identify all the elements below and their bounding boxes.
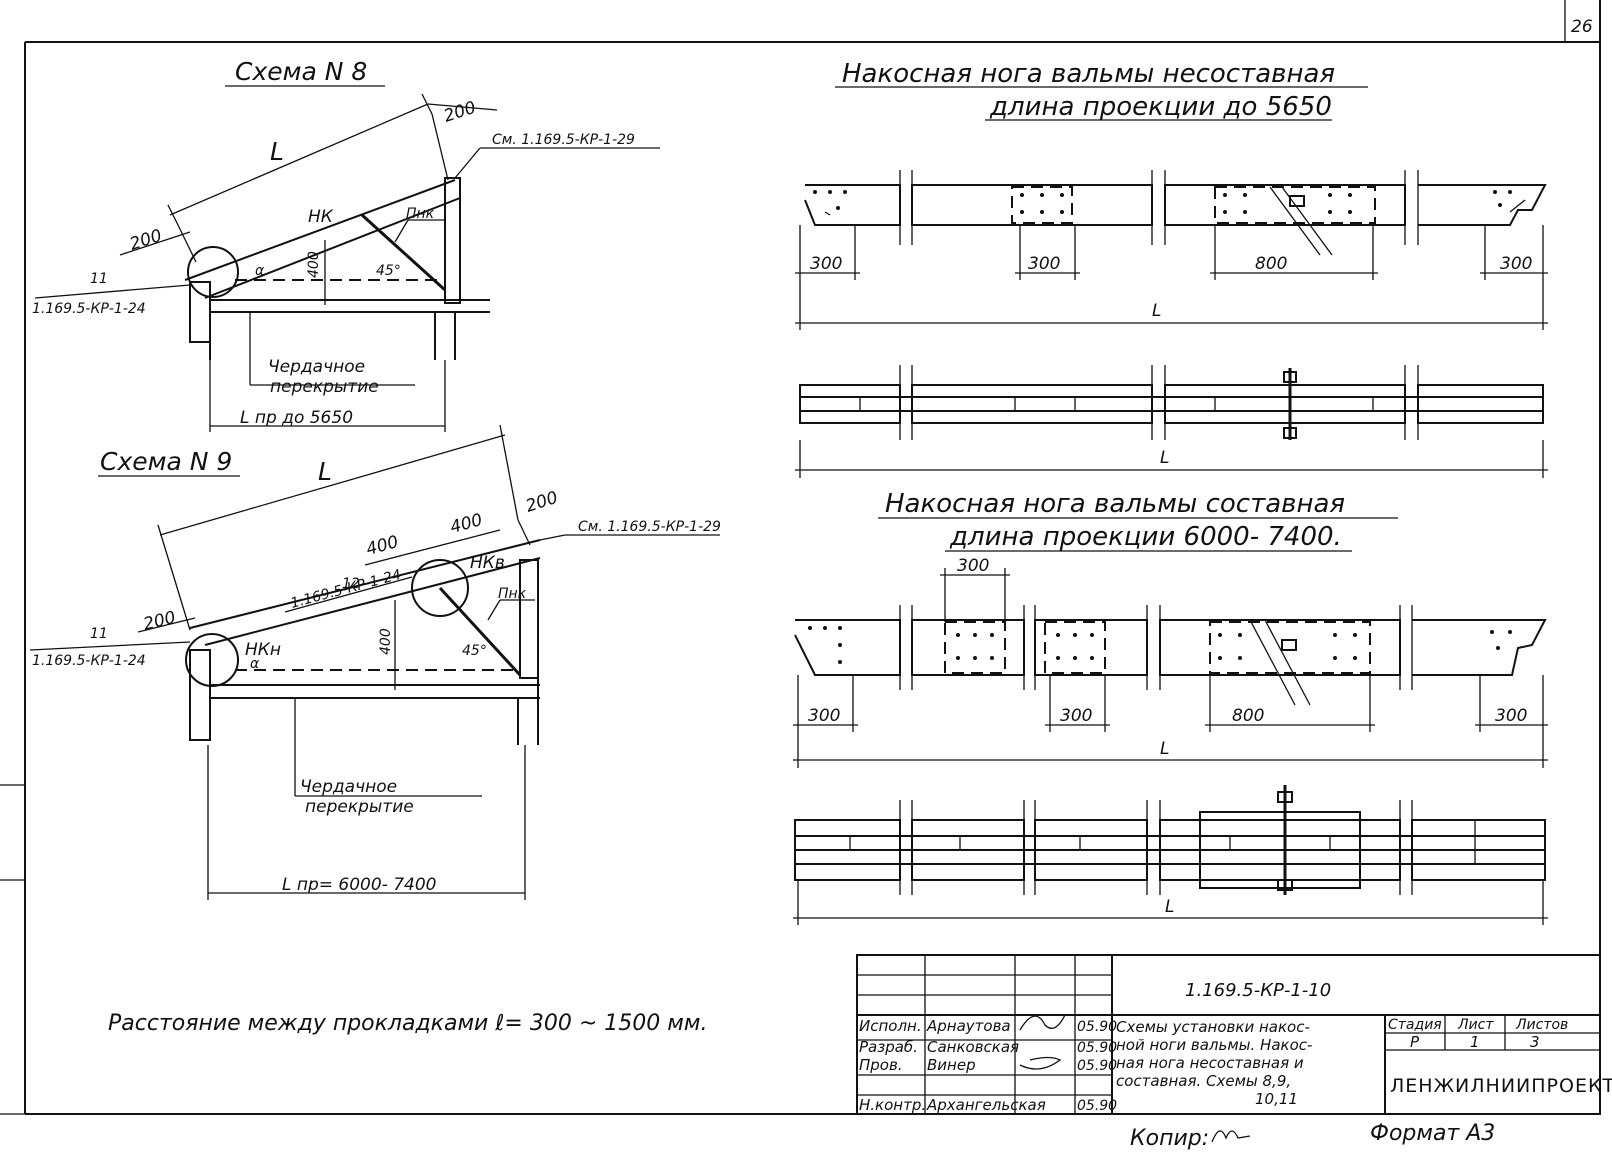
scheme9-title: Схема N 9 (100, 447, 232, 476)
rafter-noncomposite: Накосная нога вальмы несоставная длина п… (795, 59, 1548, 478)
rb-L1: L (1160, 739, 1169, 759)
scheme8-dim-200-left: 200 (127, 226, 164, 255)
scheme9-span: L пр= 6000- 7400 (282, 875, 437, 895)
scheme8-pnk: Пнк (406, 206, 435, 222)
scheme8-nk: НК (308, 207, 334, 227)
tb-name-0: Арнаутова (926, 1017, 1011, 1035)
rt-title-2: длина проекции до 5650 (989, 92, 1332, 122)
scheme9-pnk: Пнк (498, 586, 527, 602)
scheme9-attic-2: перекрытие (305, 797, 414, 817)
tb-desc-1: ной ноги вальмы. Накос- (1116, 1036, 1312, 1054)
scheme9-L: L (318, 457, 332, 486)
tb-desc-2: ная нога несоставная и (1116, 1054, 1304, 1072)
tb-role-2: Пров. (859, 1056, 903, 1074)
scheme9-dim-400a: 400 (364, 532, 401, 560)
scheme8-alpha: α (255, 263, 265, 279)
scheme9-nkv: НКв (470, 553, 505, 573)
rt-dim-300b: 300 (1028, 254, 1060, 274)
scheme9-attic-1: Чердачное (300, 777, 397, 797)
tb-date-2: 05.90 (1077, 1058, 1117, 1074)
tb-date-0: 05.90 (1077, 1019, 1117, 1035)
sheet-number: 26 (1571, 17, 1593, 37)
scheme8-attic-1: Чердачное (268, 357, 365, 377)
tb-stage: Р (1410, 1033, 1420, 1051)
scheme8-span: L пр до 5650 (240, 408, 353, 428)
scheme9-nkn: НКн (245, 640, 281, 660)
rb-L2: L (1165, 897, 1174, 917)
scheme9-dim-400b: 400 (448, 510, 485, 538)
rt-dim-800: 800 (1255, 254, 1287, 274)
rt-dim-300c: 300 (1500, 254, 1532, 274)
scheme8-ref-num: 11 (90, 271, 108, 287)
tb-name-3: Архангельская (926, 1096, 1046, 1114)
scheme9-angle: 45° (462, 643, 487, 659)
scheme8-angle: 45° (376, 263, 401, 279)
scheme9-ref12: 1.169.5-КР-1-24 (289, 567, 403, 612)
tb-role-3: Н.контр. (859, 1096, 926, 1114)
scheme9-dim-400v: 400 (378, 628, 394, 655)
tb-organization: ЛЕНЖИЛНИИПРОЕКТ (1390, 1075, 1612, 1097)
scheme8-title: Схема N 8 (235, 57, 367, 86)
scheme9-ref11-num: 11 (90, 626, 108, 642)
tb-stage-label: Стадия (1388, 1017, 1442, 1033)
scheme9-dim-200-top: 200 (523, 488, 560, 517)
rafter-composite: Накосная нога вальмы составная длина про… (793, 489, 1548, 925)
scheme9-ref12-num: 12 (342, 576, 360, 592)
rb-dim-300b: 300 (1060, 706, 1092, 726)
tb-date-1: 05.90 (1077, 1040, 1117, 1056)
rb-title-1: Накосная нога вальмы составная (885, 489, 1345, 519)
tb-desc-4: 10,11 (1255, 1090, 1298, 1108)
rb-dim-300a: 300 (808, 706, 840, 726)
rt-elevation (804, 170, 1547, 256)
scheme-9: Схема N 9 L 200 См. 1.169.5-КР-1-29 400 … (29, 424, 721, 900)
rb-title-2: длина проекции 6000- 7400. (949, 522, 1342, 552)
scheme9-alpha: α (250, 656, 260, 672)
signature-2 (1019, 1056, 1062, 1070)
scheme9-ref11: 1.169.5-КР-1-24 (32, 653, 146, 669)
rt-dim-300a: 300 (810, 254, 842, 274)
signature-1 (1019, 1014, 1066, 1031)
scheme8-ref-top: См. 1.169.5-КР-1-29 (492, 132, 635, 148)
tb-sheet-label: Лист (1457, 1017, 1494, 1033)
tb-sheets-label: Листов (1515, 1017, 1568, 1033)
copy-signature (1211, 1130, 1251, 1143)
spacer-note: Расстояние между прокладками ℓ= 300 ~ 15… (108, 1011, 707, 1036)
copy-label: Копир: (1130, 1126, 1209, 1151)
rb-dim-300c: 300 (1495, 706, 1527, 726)
tb-date-3: 05.90 (1077, 1098, 1117, 1114)
tb-desc-0: Схемы установки накос- (1116, 1018, 1310, 1036)
rt-L1: L (1152, 301, 1161, 321)
rb-plan (794, 785, 1546, 895)
scheme8-dim-400: 400 (306, 251, 322, 278)
rt-plan (799, 365, 1544, 440)
tb-name-1: Санковская (927, 1038, 1019, 1056)
rt-L2: L (1160, 448, 1169, 468)
tb-role-1: Разраб. (859, 1038, 918, 1056)
tb-role-0: Исполн. (859, 1017, 922, 1035)
rb-dim-300-top: 300 (957, 556, 989, 576)
tb-name-2: Винер (927, 1056, 976, 1074)
sheet-frame (0, 0, 1601, 1115)
tb-sheets: 3 (1530, 1033, 1540, 1051)
scheme8-dim-200-top: 200 (441, 98, 478, 127)
tb-doc-code: 1.169.5-КР-1-10 (1185, 980, 1331, 1001)
scheme9-dim-200-left: 200 (141, 608, 177, 635)
rb-dim-800: 800 (1232, 706, 1264, 726)
tb-desc-3: составная. Схемы 8,9, (1116, 1072, 1291, 1090)
scheme8-ref-bottom: 1.169.5-КР-1-24 (32, 301, 146, 317)
scheme-8: Схема N 8 L 200 См. 1.169.5-КР-1-29 НК П… (32, 57, 660, 432)
rt-title-1: Накосная нога вальмы несоставная (842, 59, 1335, 89)
scheme9-ref-top: См. 1.169.5-КР-1-29 (578, 519, 721, 535)
tb-sheet: 1 (1470, 1033, 1480, 1051)
format-label: Формат А3 (1370, 1121, 1495, 1146)
rb-elevation (794, 605, 1547, 706)
title-block: 1.169.5-КР-1-10 Исполн. Арнаутова 05.90 … (856, 954, 1612, 1115)
scheme8-attic-2: перекрытие (270, 377, 379, 397)
scheme8-L: L (270, 137, 284, 166)
